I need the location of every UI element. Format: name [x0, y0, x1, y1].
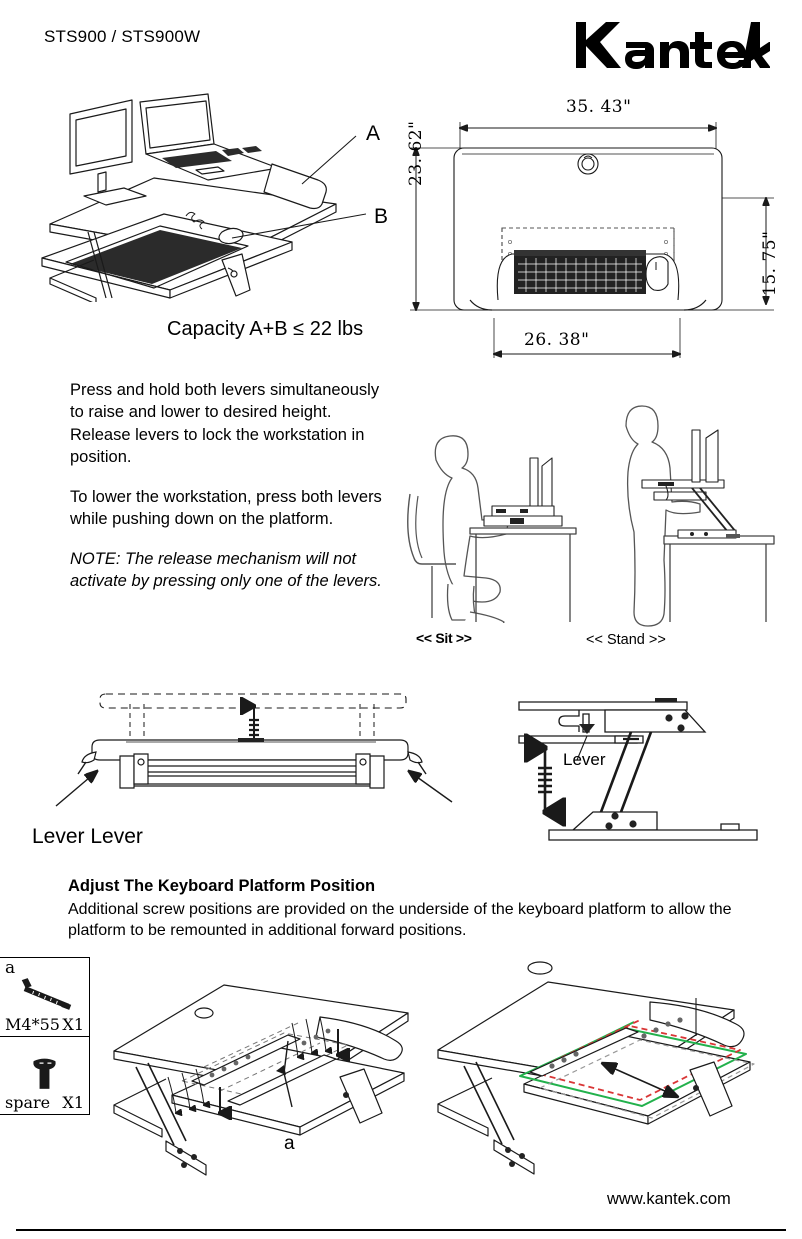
capacity-text: Capacity A+B ≤ 22 lbs	[167, 318, 364, 340]
part-qty: X1	[62, 1015, 84, 1035]
callout-label-b: B	[374, 205, 389, 228]
parts-table-row: spare X1	[0, 1036, 89, 1114]
footer-url[interactable]: www.kantek.com	[607, 1190, 731, 1208]
dimension-height-left: 23. 62"	[406, 120, 426, 186]
product-illustration	[36, 92, 366, 302]
sitting-posture-illustration	[392, 388, 582, 623]
instruction-note: NOTE: The release mechanism will not act…	[70, 549, 382, 591]
part-qty: X1	[62, 1093, 84, 1113]
parts-table-row: a M4*55 X1	[0, 958, 89, 1036]
parts-table: a M4*55 X1	[0, 957, 90, 1115]
assembly-illustration-screws	[108, 955, 438, 1185]
assembly-callout-a: a	[284, 1133, 295, 1154]
part-name: spare	[5, 1093, 51, 1113]
sit-label: << Sit >>	[416, 630, 472, 646]
assembly-illustration-positions	[428, 950, 774, 1180]
lever-front-label: Lever Lever	[32, 825, 143, 848]
model-code: STS900 / STS900W	[44, 27, 201, 46]
kantek-logo	[574, 18, 770, 72]
dimension-width-bottom: 26. 38"	[524, 330, 590, 350]
instructions-block: Press and hold both levers simultaneousl…	[70, 379, 390, 593]
callout-label-a: A	[366, 122, 381, 145]
instruction-paragraph-1: Press and hold both levers simultaneousl…	[70, 381, 380, 467]
lever-side-illustration	[505, 684, 795, 850]
lever-front-illustration	[40, 676, 460, 816]
dimension-drawing	[398, 92, 798, 364]
instruction-paragraph-2: To lower the workstation, press both lev…	[70, 487, 382, 529]
dimension-height-right: 15. 75"	[760, 230, 780, 296]
standing-posture-illustration	[596, 396, 792, 628]
dimension-width-top: 35. 43"	[566, 97, 632, 117]
stand-label: << Stand >>	[586, 632, 666, 648]
hex-key-icon	[0, 974, 89, 1014]
part-name: M4*55	[5, 1015, 60, 1035]
footer-divider	[16, 1229, 786, 1231]
part-tag: a	[5, 958, 16, 978]
screw-icon	[0, 1053, 89, 1093]
lever-side-label: Lever	[563, 750, 606, 769]
adjust-section-body: Additional screw positions are provided …	[68, 899, 748, 942]
adjust-section-text: Additional screw positions are provided …	[68, 901, 732, 940]
adjust-section-heading: Adjust The Keyboard Platform Position	[68, 877, 376, 895]
